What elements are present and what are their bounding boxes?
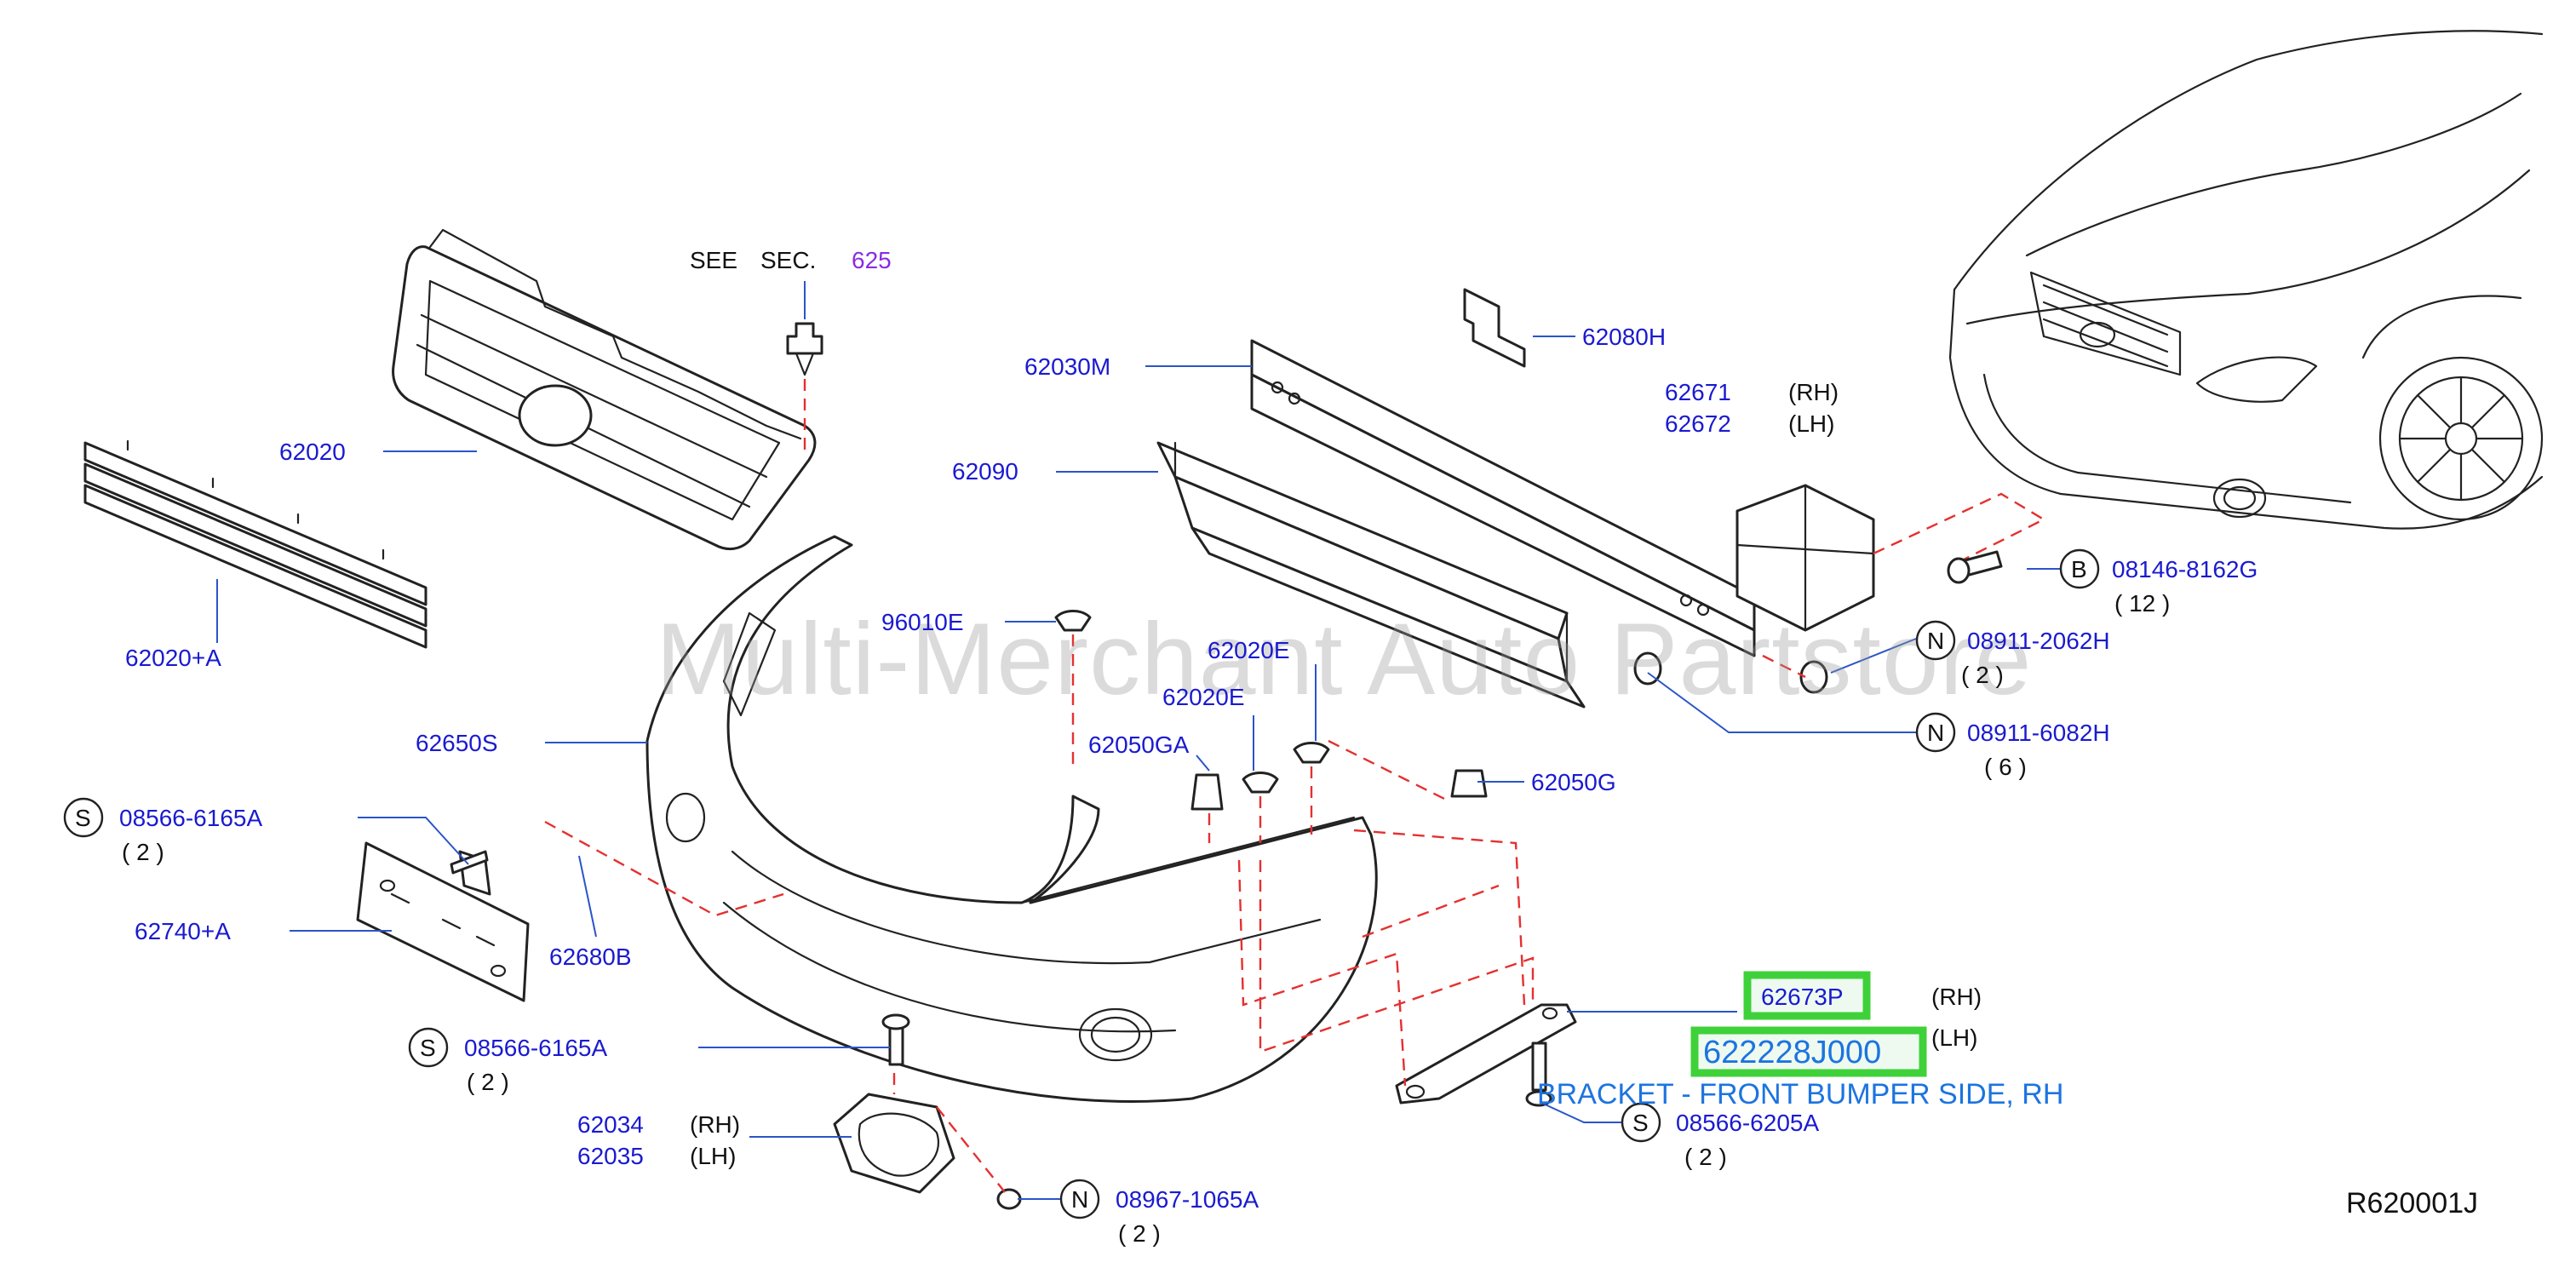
bumper-fascia-drawing xyxy=(645,535,1378,1103)
see-text: SEE xyxy=(690,247,737,273)
watermark: Multi-Merchant Auto Partstore xyxy=(656,602,2032,716)
nut-drawings xyxy=(996,651,1828,1210)
reinforcement-drawing xyxy=(1250,339,1756,657)
part-label-62020[interactable]: 62020 xyxy=(279,439,346,465)
fastener-callout-s-08566-6165a-upper[interactable]: S 08566-6165A ( 2 ) xyxy=(63,797,262,865)
fastener-callout-n-08911-2062h[interactable]: N 08911-2062H ( 2 ) xyxy=(1915,620,2110,688)
leader-lines xyxy=(216,281,2061,1200)
bracket-62080h-drawing xyxy=(1463,288,1526,368)
vehicle-illustration xyxy=(1948,30,2544,530)
stay-drawing xyxy=(1736,484,2046,632)
license-bracket-drawing xyxy=(356,820,784,1002)
side-label-lh: (LH) xyxy=(690,1143,736,1169)
part-label-62020a[interactable]: 62020+A xyxy=(125,645,221,671)
part-label-62050g[interactable]: 62050G xyxy=(1531,769,1616,795)
fastener-number[interactable]: 08566-6205A xyxy=(1676,1110,1819,1136)
fastener-callout-b-08146-8162g[interactable]: B 08146-8162G ( 12 ) xyxy=(2059,548,2258,617)
highlighted-part-62673p[interactable]: 62673P xyxy=(1743,971,1871,1020)
fastener-prefix: N xyxy=(1071,1186,1088,1213)
part-number-622228j000[interactable]: 622228J000 xyxy=(1703,1035,1881,1070)
fastener-prefix: S xyxy=(75,805,91,831)
side-bracket-drawing xyxy=(1237,829,1577,1107)
absorber-drawing xyxy=(1156,441,1586,709)
side-label-rh: (RH) xyxy=(1931,984,1982,1010)
part-label-96010e[interactable]: 96010E xyxy=(881,609,964,635)
grille-insert-drawing xyxy=(83,439,427,649)
part-label-62030m[interactable]: 62030M xyxy=(1024,353,1110,380)
fastener-number[interactable]: 08911-6082H xyxy=(1967,720,2110,746)
fastener-callout-s-08566-6205a[interactable]: S 08566-6205A ( 2 ) xyxy=(1621,1102,1819,1170)
part-label-62090[interactable]: 62090 xyxy=(952,458,1018,485)
part-label-62680b[interactable]: 62680B xyxy=(549,944,632,970)
fastener-qty: ( 2 ) xyxy=(467,1069,509,1095)
fastener-prefix: N xyxy=(1927,628,1944,654)
fastener-prefix: S xyxy=(1632,1110,1649,1136)
part-label-62020e-top[interactable]: 62020E xyxy=(1208,637,1290,663)
fastener-number[interactable]: 08967-1065A xyxy=(1116,1186,1259,1213)
fastener-number[interactable]: 08911-2062H xyxy=(1967,628,2110,654)
fastener-qty: ( 2 ) xyxy=(122,839,164,865)
side-label-rh: (RH) xyxy=(690,1111,740,1138)
section-link-625[interactable]: 625 xyxy=(852,247,892,273)
side-label-lh: (LH) xyxy=(1788,410,1834,437)
fastener-prefix: N xyxy=(1927,720,1944,746)
fastener-prefix: B xyxy=(2071,556,2087,582)
fastener-qty: ( 2 ) xyxy=(1961,662,2004,688)
fastener-callout-n-08911-6082h[interactable]: N 08911-6082H ( 6 ) xyxy=(1915,712,2110,780)
side-label-lh: (LH) xyxy=(1931,1024,1977,1051)
fastener-qty: ( 6 ) xyxy=(1984,754,2027,780)
part-label-62650s[interactable]: 62650S xyxy=(416,730,498,756)
fastener-qty: ( 2 ) xyxy=(1684,1144,1727,1170)
fastener-prefix: S xyxy=(420,1035,436,1061)
sec-text: SEC. xyxy=(760,247,816,273)
part-label-62034[interactable]: 62034 xyxy=(577,1111,644,1138)
part-label-62080h[interactable]: 62080H xyxy=(1582,324,1666,350)
part-label-62740a[interactable]: 62740+A xyxy=(135,918,231,944)
fastener-number[interactable]: 08566-6165A xyxy=(119,805,262,831)
bolt-s-drawing xyxy=(881,1013,910,1066)
fascia-clips-drawing xyxy=(1054,610,1488,843)
side-label-rh: (RH) xyxy=(1788,379,1839,405)
highlighted-part-number[interactable]: 622228J000 xyxy=(1690,1026,1927,1077)
part-label-62035[interactable]: 62035 xyxy=(577,1143,644,1169)
fastener-qty: ( 12 ) xyxy=(2114,590,2170,617)
part-label-62673p[interactable]: 62673P xyxy=(1761,984,1844,1010)
see-section-reference[interactable]: SEE SEC. 625 xyxy=(690,247,892,273)
fog-bracket-drawing xyxy=(833,1073,1006,1194)
grille-drawing xyxy=(392,228,817,551)
part-label-62672[interactable]: 62672 xyxy=(1665,410,1731,437)
fastener-callout-n-08967-1065a[interactable]: N 08967-1065A ( 2 ) xyxy=(1059,1179,1259,1247)
fastener-number[interactable]: 08146-8162G xyxy=(2112,556,2258,582)
fastener-callout-s-08566-6165a-lower[interactable]: S 08566-6165A ( 2 ) xyxy=(408,1027,607,1095)
part-label-62671[interactable]: 62671 xyxy=(1665,379,1731,405)
fastener-number[interactable]: 08566-6165A xyxy=(464,1035,607,1061)
fastener-qty: ( 2 ) xyxy=(1118,1220,1161,1247)
bolt-b-drawing xyxy=(1947,550,2003,584)
part-label-62050ga[interactable]: 62050GA xyxy=(1088,732,1190,758)
diagram-reference: R620001J xyxy=(2346,1187,2478,1219)
part-description: BRACKET - FRONT BUMPER SIDE, RH xyxy=(1537,1078,2063,1110)
clip-drawing xyxy=(786,322,823,451)
part-label-62020e-bottom[interactable]: 62020E xyxy=(1162,684,1245,710)
